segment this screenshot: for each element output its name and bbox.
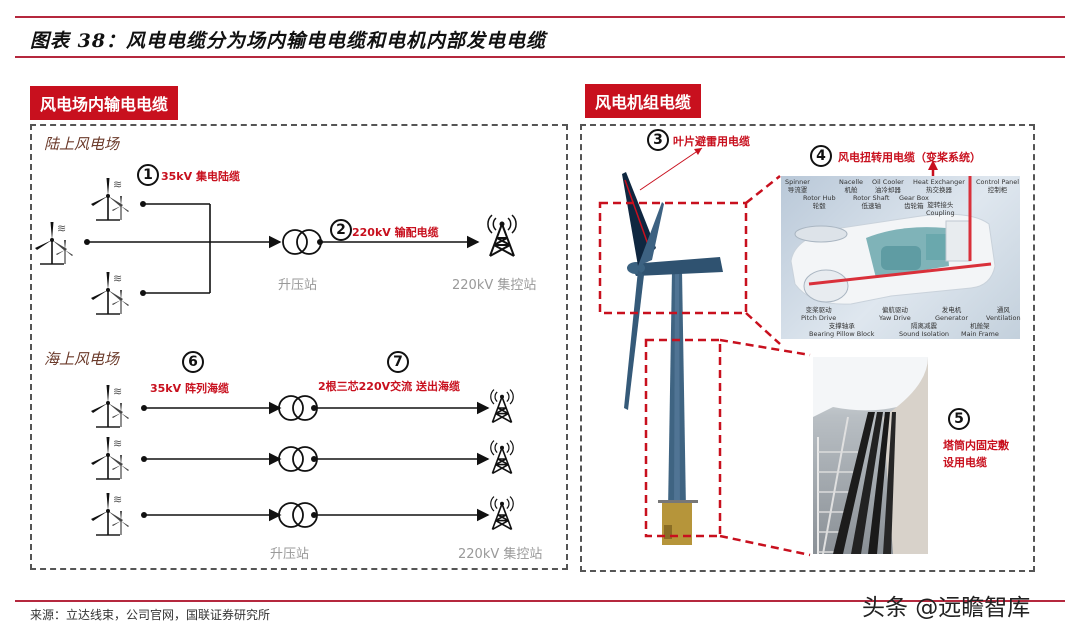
cable-2-badge: 2 bbox=[330, 219, 352, 241]
cable-3-label: 叶片避雷用电缆 bbox=[673, 135, 750, 148]
right-panel-tag: 风电机组电缆 bbox=[585, 84, 702, 118]
right-panel-box bbox=[580, 124, 1035, 572]
bottom-rule bbox=[15, 600, 1065, 602]
top-rule bbox=[15, 16, 1065, 18]
cable-1-label: 35kV 集电陆缆 bbox=[161, 170, 240, 183]
offshore-diagram bbox=[90, 384, 515, 536]
tower-interior-photo bbox=[813, 357, 928, 554]
cable-4-label: 风电扭转用电缆（变桨系统） bbox=[838, 151, 981, 164]
watermark: 头条 @远瞻智库 bbox=[862, 595, 1031, 621]
offshore-row-3 bbox=[90, 492, 515, 536]
cable-5-badge: 5 bbox=[948, 408, 970, 430]
cable-6-badge: 6 bbox=[182, 351, 204, 373]
turbine-photo bbox=[598, 147, 748, 545]
cable-1-badge: 1 bbox=[137, 164, 159, 186]
offshore-row-2 bbox=[90, 436, 515, 480]
offshore-row-1 bbox=[90, 384, 515, 428]
offshore-title: 海上风电场 bbox=[44, 350, 120, 368]
cable-5-label-line2: 设用电缆 bbox=[943, 456, 987, 469]
offshore-substation-label: 升压站 bbox=[270, 547, 310, 562]
figure-title: 图表 38：风电电缆分为场内输电电缆和电机内部发电电缆 bbox=[30, 30, 547, 52]
cable-6-label: 35kV 阵列海缆 bbox=[150, 382, 229, 395]
cable-4-badge: 4 bbox=[810, 145, 832, 167]
source-note: 来源：立达线束，公司官网，国联证券研究所 bbox=[30, 608, 271, 622]
cable-2-label: 220kV 输配电缆 bbox=[352, 226, 439, 239]
cable-3-badge: 3 bbox=[647, 129, 669, 151]
onshore-control-label: 220kV 集控站 bbox=[452, 278, 537, 293]
cable-7-label: 2根三芯220V交流 送出海缆 bbox=[318, 380, 460, 393]
offshore-control-label: 220kV 集控站 bbox=[458, 547, 543, 562]
onshore-substation-label: 升压站 bbox=[278, 278, 318, 293]
cable-7-badge: 7 bbox=[387, 351, 409, 373]
title-underline bbox=[15, 56, 1065, 58]
left-panel-tag: 风电场内输电电缆 bbox=[30, 86, 179, 120]
onshore-title: 陆上风电场 bbox=[44, 135, 120, 153]
left-panel-box bbox=[30, 124, 568, 570]
cable-5-label-line1: 塔筒内固定敷 bbox=[943, 439, 1009, 452]
onshore-diagram: ≋ bbox=[34, 177, 518, 315]
